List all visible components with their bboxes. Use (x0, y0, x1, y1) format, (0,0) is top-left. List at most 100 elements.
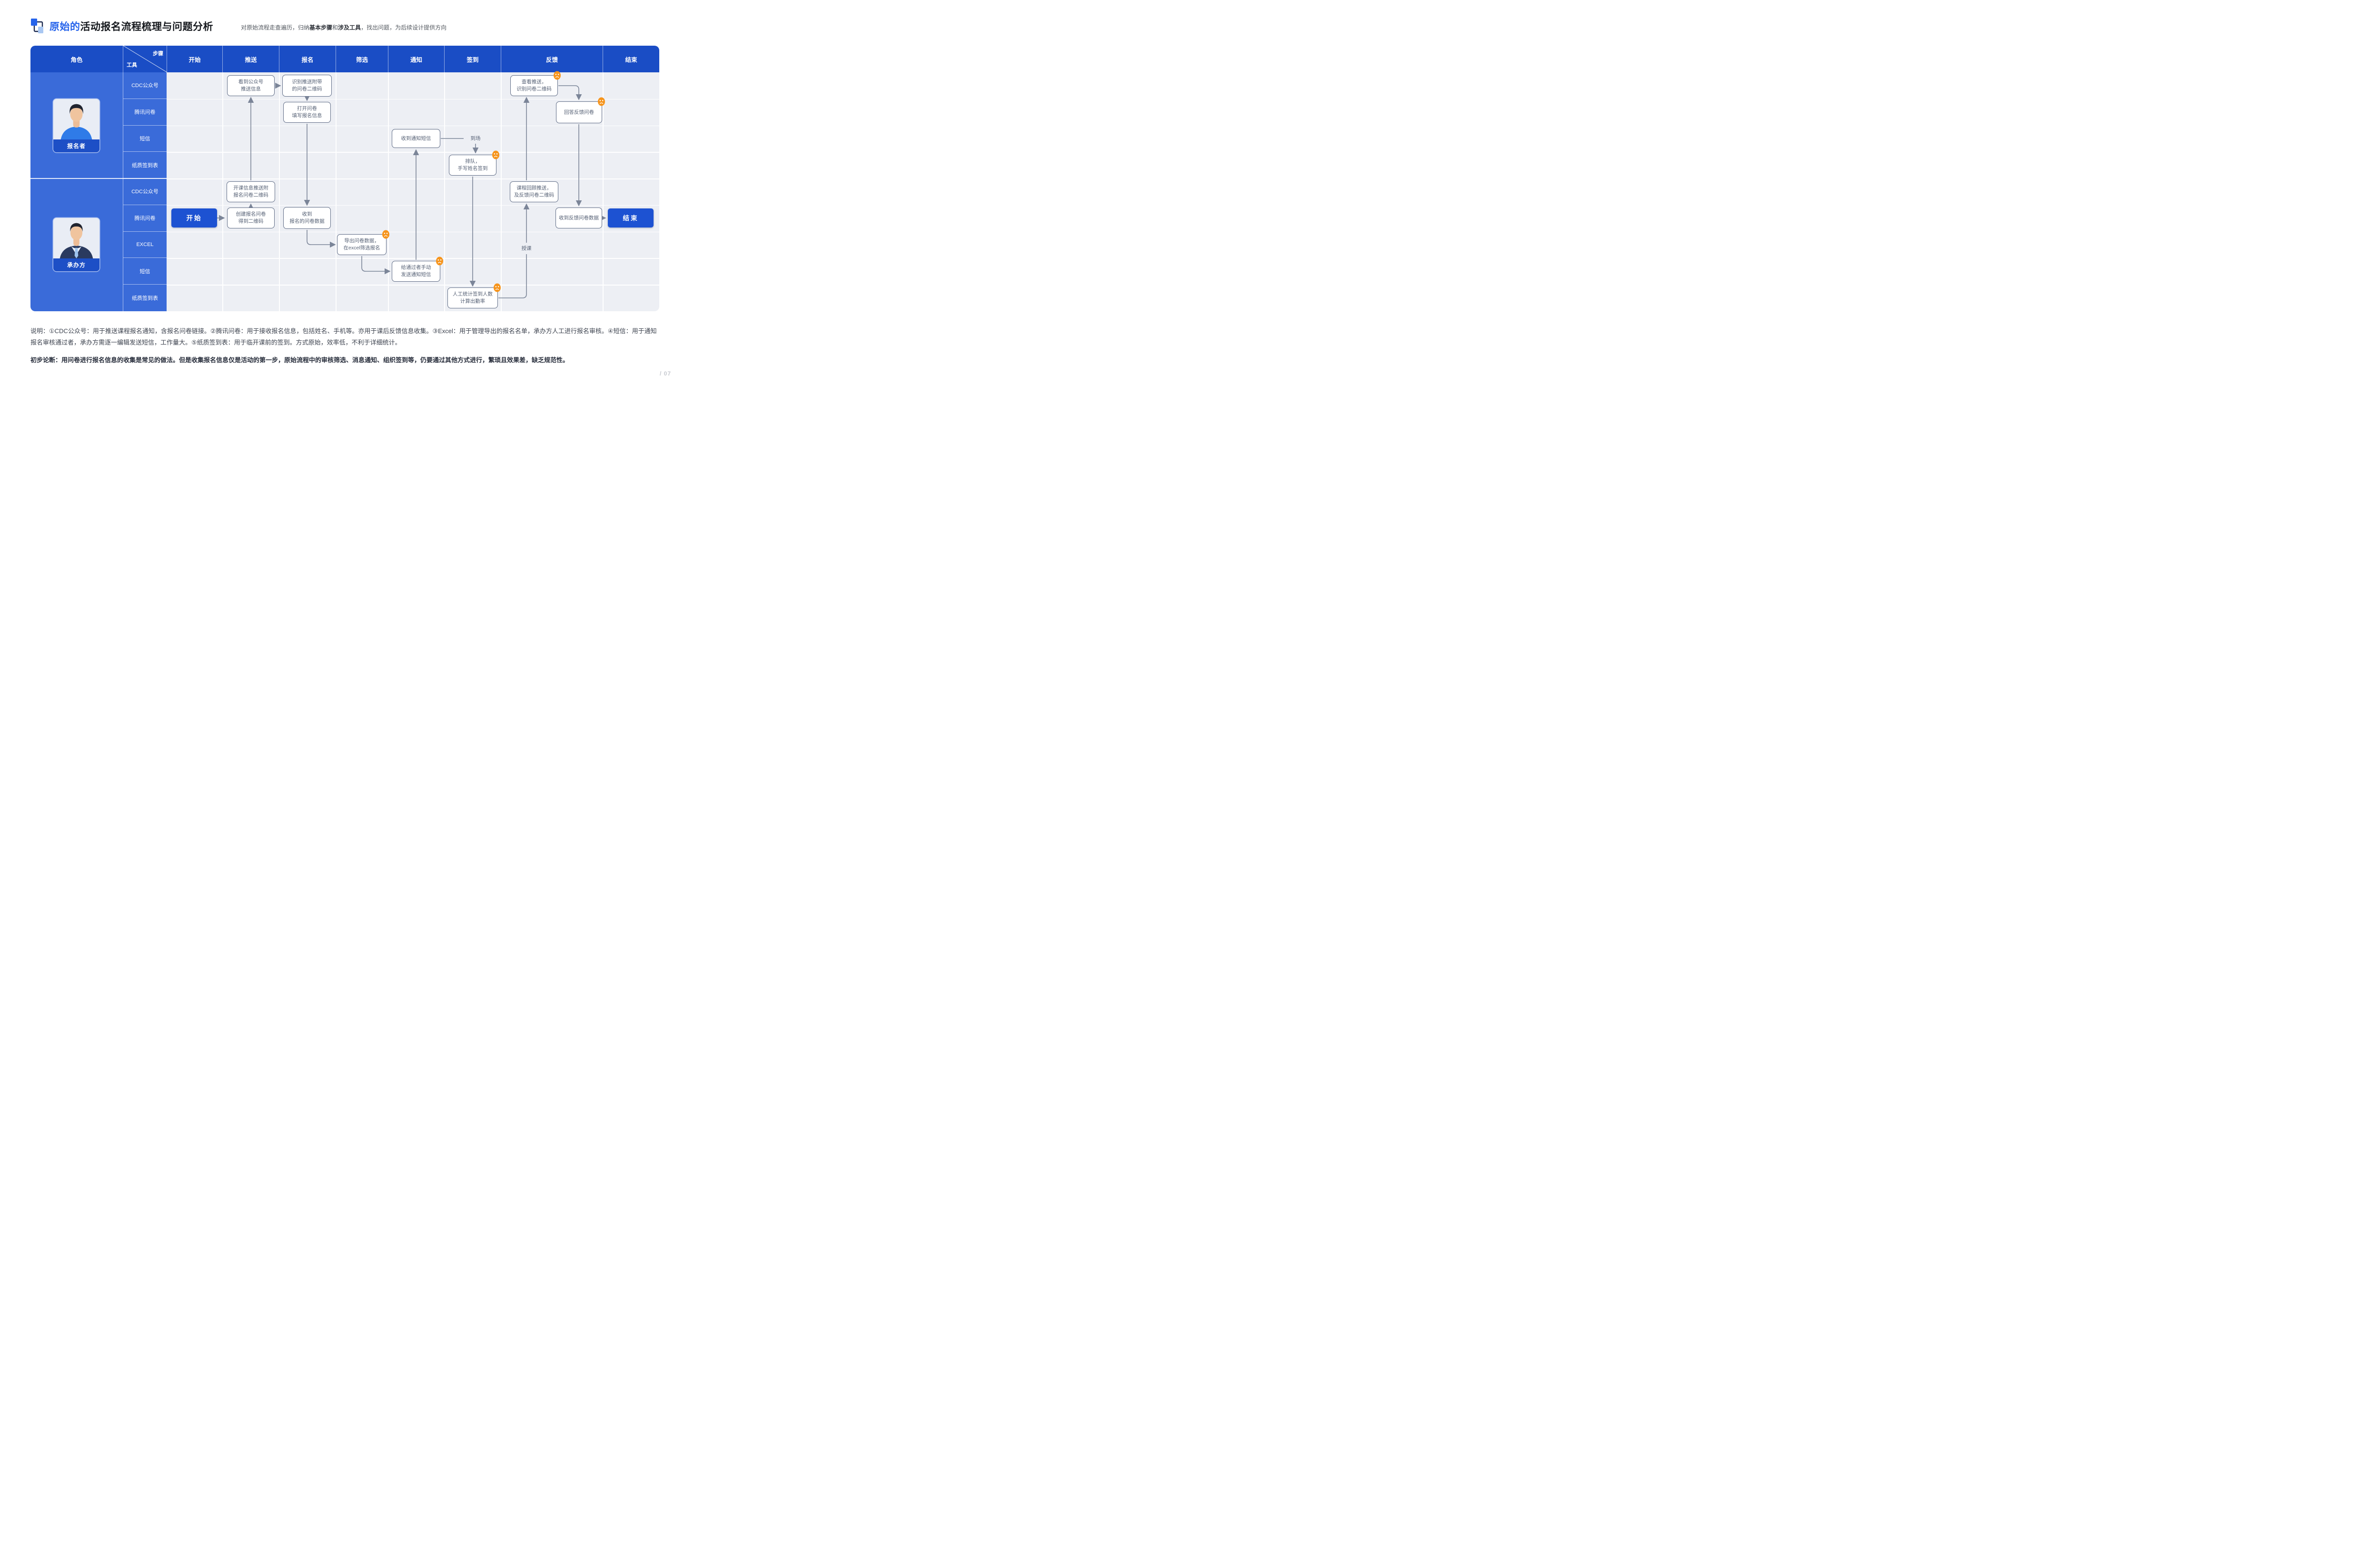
tool-cell-报名者-CDC公众号: CDC公众号 (123, 72, 167, 99)
tool-cell-承办方-短信: 短信 (123, 258, 167, 285)
notes-paragraph-2: 初步论断：用问卷进行报名信息的收集是常见的做法。但是收集报名信息仅是活动的第一步… (30, 356, 569, 364)
flow-node-scan_qr: 识别推送附带的问卷二维码 (282, 75, 332, 97)
flow-node-text: 识别推送附带 (292, 79, 322, 85)
role-card-承办方: 承办方 (53, 218, 99, 271)
tool-cell-报名者-纸质签到表: 纸质签到表 (123, 152, 167, 178)
flow-node-text: 收到 (302, 211, 312, 217)
flow-node-text: 人工统计签到人数 (453, 291, 493, 297)
flow-node-text: 发送通知短信 (401, 272, 431, 277)
grid-column-line (603, 72, 604, 311)
flow-node-see_push: 看到公众号推送信息 (227, 75, 275, 96)
flow-node-text: 看到公众号 (238, 79, 264, 85)
flow-node-text: 的问卷二维码 (292, 86, 322, 92)
tool-cell-承办方-CDC公众号: CDC公众号 (123, 178, 167, 205)
corner-tool-label: 工具 (127, 62, 137, 68)
flow-node-text: 回答反馈问卷 (564, 109, 594, 115)
flow-node-end: 结束 (608, 208, 654, 227)
role-name-label: 承办方 (53, 258, 99, 271)
step-header-3: 报名 (279, 46, 336, 72)
corner-step-label: 步骤 (153, 51, 163, 57)
grid-column-line (336, 72, 337, 311)
avatar-male-suit (53, 218, 99, 258)
flow-node-recv_fb: 收到反馈问卷数据 (555, 207, 602, 228)
tool-cell-报名者-腾讯问卷: 腾讯问卷 (123, 99, 167, 126)
tool-cell-承办方-腾讯问卷: 腾讯问卷 (123, 205, 167, 232)
page-title: 原始的活动报名流程梳理与问题分析 (50, 19, 213, 33)
flow-node-text: 手写姓名签到 (457, 166, 488, 171)
step-header-7: 反馈 (501, 46, 603, 72)
notes-paragraph-1: 说明：①CDC公众号：用于推送课程报名通知，含报名问卷链接。②腾讯问卷：用于接收… (30, 327, 657, 346)
edge-label-arrive: 到场 (470, 136, 481, 141)
flow-node-text: 开课信息推送附 (233, 185, 268, 191)
avatar-male-blue-shirt (53, 99, 99, 139)
flow-node-push_course: 开课信息推送附报名问卷二维码 (227, 181, 275, 202)
grid-row-line (167, 99, 659, 100)
flow-node-text: 给通过者手动 (401, 265, 431, 270)
slide-page: 原始的活动报名流程梳理与问题分析 对原始流程走查遍历，归纳基本步骤和涉及工具，找… (0, 0, 685, 385)
notes-block: 说明：①CDC公众号：用于推送课程报名通知，含报名问卷链接。②腾讯问卷：用于接收… (30, 326, 660, 366)
grid-row-line (167, 258, 659, 259)
flow-node-text: 排队， (465, 158, 480, 164)
grid-row-line (167, 125, 659, 126)
role-card-报名者: 报名者 (53, 99, 99, 152)
flow-node-create_form: 创建报名问卷得到二维码 (227, 207, 275, 228)
flow-node-text: 计算出勤率 (460, 298, 486, 304)
role-header-label: 角色 (70, 56, 83, 63)
tool-cell-承办方-EXCEL: EXCEL (123, 232, 167, 258)
flow-node-text: 得到二维码 (238, 218, 264, 224)
page-number: / 07 (659, 370, 671, 377)
matrix-header: 角色 步骤 工具 开始推送报名筛选通知签到反馈结束 (30, 46, 659, 72)
pain-point-sad-face-icon (436, 257, 443, 266)
flow-node-text: 查看推送， (521, 79, 547, 85)
role-column: 报名者承办方 (30, 72, 123, 311)
subtitle-run: 对原始流程走查遍历，归纳 (241, 24, 310, 31)
flow-node-answer_fb: 回答反馈问卷 (556, 97, 605, 123)
pain-point-sad-face-icon (492, 150, 499, 159)
grid-column-line (501, 72, 502, 311)
role-name-label: 报名者 (53, 139, 99, 152)
flow-node-text: 收到通知短信 (401, 135, 431, 141)
role-header-cell: 角色 (30, 46, 123, 72)
flow-node-text: 报名问卷二维码 (233, 192, 268, 198)
flow-node-text: 创建报名问卷 (236, 211, 266, 217)
flow-node-text: 及反馈问卷二维码 (514, 192, 554, 198)
step-header-4: 筛选 (336, 46, 388, 72)
flow-node-recv_sms: 收到通知短信 (392, 129, 440, 148)
subtitle-run: 基本步骤 (309, 24, 333, 31)
tool-cell-报名者-短信: 短信 (123, 126, 167, 152)
flow-node-text: 在excel筛选报名 (343, 245, 380, 251)
flow-node-queue_sign: 排队， 手写姓名签到 (449, 150, 499, 176)
pain-point-sad-face-icon (598, 97, 605, 106)
flow-node-start: 开始 (171, 208, 217, 227)
swimlane-matrix: 角色 步骤 工具 开始推送报名筛选通知签到反馈结束 报名者承办方 CDC公众号腾… (30, 46, 659, 311)
grid-row-line (167, 178, 659, 179)
grid-column-line (444, 72, 445, 311)
pain-point-sad-face-icon (494, 283, 501, 292)
step-header-8: 结束 (603, 46, 659, 72)
flow-node-text: 导出问卷数据， (344, 238, 379, 244)
pain-point-sad-face-icon (554, 71, 561, 80)
grid-row-line (167, 152, 659, 153)
flow-node-view_push: 查看推送，识别问卷二维码 (510, 71, 561, 96)
flow-node-fill_form: 打开问卷填写报名信息 (283, 102, 331, 123)
flow-node-text: 收到反馈问卷数据 (559, 215, 599, 221)
edge-label-teach: 授课 (521, 246, 532, 251)
flow-node-export_excel: 导出问卷数据，在excel筛选报名 (337, 230, 389, 255)
title-rest: 活动报名流程梳理与问题分析 (80, 21, 213, 32)
page-subtitle: 对原始流程走查遍历，归纳基本步骤和涉及工具，找出问题，为后续设计提供方向 (241, 23, 446, 31)
flow-node-recv_data: 收到报名的问卷数据 (283, 207, 331, 229)
role-divider (30, 178, 167, 179)
subtitle-run: ，找出问题，为后续设计提供方向 (361, 24, 447, 31)
step-header-2: 推送 (222, 46, 279, 72)
flow-node-text: 结束 (623, 214, 639, 222)
grid-column-line (222, 72, 223, 311)
step-header-1: 开始 (167, 46, 222, 72)
step-header-6: 签到 (444, 46, 501, 72)
overlapping-squares-icon (30, 18, 45, 34)
flow-node-text: 开始 (186, 214, 202, 222)
pain-point-sad-face-icon (382, 230, 389, 239)
flow-node-text: 识别问卷二维码 (516, 86, 552, 92)
flow-node-count_sign: 人工统计签到人数计算出勤率 (447, 283, 501, 308)
step-header-5: 通知 (388, 46, 444, 72)
